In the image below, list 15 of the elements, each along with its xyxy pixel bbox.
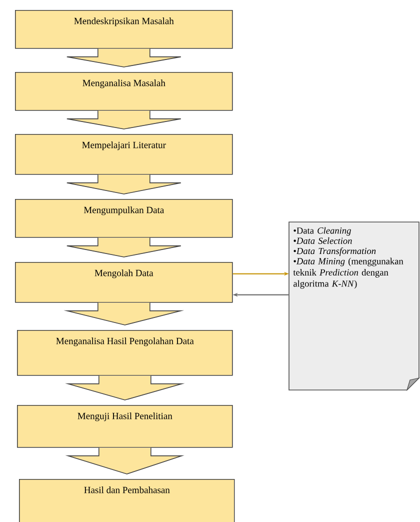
flow-arrow	[66, 48, 182, 68]
process-box: Mengolah Data	[15, 262, 233, 303]
flow-arrow	[64, 302, 184, 326]
flow-arrow	[66, 237, 182, 258]
process-box: Mempelajari Literatur	[15, 134, 233, 175]
process-box: Mendeskripsikan Masalah	[15, 10, 233, 49]
flow-arrow	[66, 110, 182, 130]
flow-arrow	[65, 375, 185, 400]
process-box: Hasil dan Pembahasan	[19, 479, 235, 522]
flow-arrow	[65, 447, 184, 474]
process-box: Menguji Hasil Penelitian	[17, 405, 233, 448]
process-box: Mengumpulkan Data	[15, 199, 233, 238]
flow-arrow	[66, 174, 182, 194]
process-box: Menganalisa Hasil Pengolahan Data	[17, 330, 233, 376]
process-box: Menganalisa Masalah	[15, 72, 233, 111]
